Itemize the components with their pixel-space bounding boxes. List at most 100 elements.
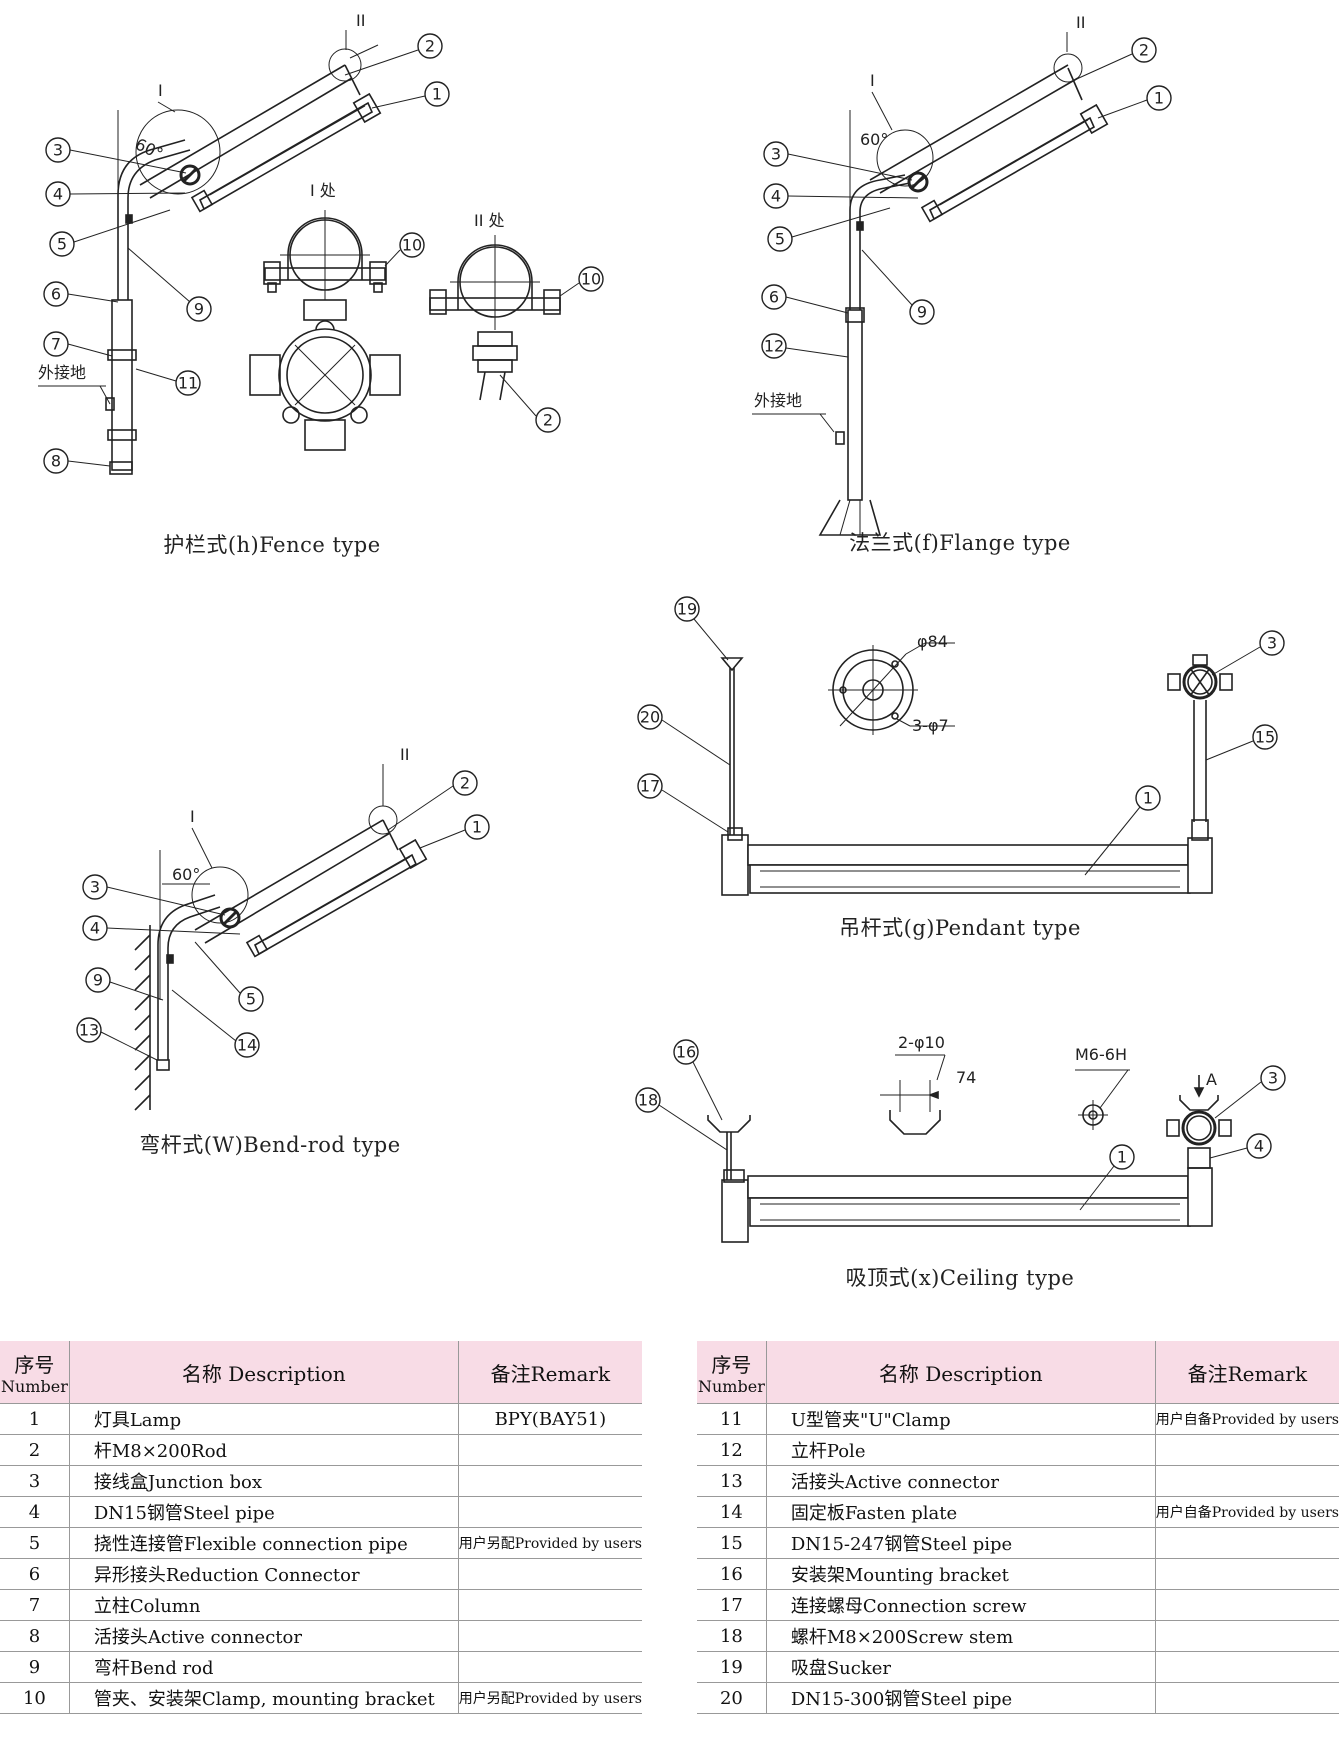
label-detail-I-fence: I — [158, 81, 163, 100]
part-remark — [458, 1589, 642, 1621]
label-2phi10: 2-φ10 — [898, 1033, 945, 1052]
balloon-18-ceiling — [635, 1087, 661, 1113]
part-number: 12 — [697, 1434, 767, 1466]
part-description: 螺杆M8×200Screw stem — [766, 1620, 1156, 1652]
label-detail-I-bend: I — [190, 807, 195, 826]
svg-text:19: 19 — [677, 600, 697, 619]
svg-text:10: 10 — [581, 270, 601, 289]
balloon-9 — [186, 296, 212, 322]
svg-text:2: 2 — [460, 774, 470, 793]
callout-balloons: 2 1 3 4 5 9 6 7 11 8 10 10 2 2 1 3 4 — [43, 33, 1286, 1211]
svg-text:2: 2 — [543, 411, 553, 430]
part-remark: 用户另配Provided by users — [458, 1527, 642, 1559]
svg-text:6: 6 — [769, 288, 779, 307]
part-remark — [1155, 1527, 1339, 1559]
bend-rod-type-drawing — [134, 805, 428, 1111]
svg-text:17: 17 — [640, 777, 660, 796]
part-number: 4 — [0, 1496, 70, 1528]
caption-ceiling-type: 吸顶式(x)Ceiling type — [846, 1266, 1075, 1290]
part-description: DN15-300钢管Steel pipe — [766, 1682, 1156, 1714]
svg-text:3: 3 — [771, 145, 781, 164]
balloon-13-bend — [76, 1017, 102, 1043]
part-description: 杆M8×200Rod — [69, 1434, 459, 1466]
part-description: 接线盒Junction box — [69, 1465, 459, 1497]
svg-text:3: 3 — [90, 878, 100, 897]
svg-text:2: 2 — [425, 37, 435, 56]
balloon-4-ceiling — [1246, 1133, 1272, 1159]
svg-text:1: 1 — [1117, 1148, 1127, 1167]
detail-II-drawing — [429, 235, 561, 401]
svg-text:3: 3 — [1268, 1069, 1278, 1088]
part-remark: 用户另配Provided by users — [458, 1682, 642, 1714]
part-description: 活接头Active connector — [766, 1465, 1156, 1497]
part-number: 18 — [697, 1620, 767, 1652]
svg-text:18: 18 — [638, 1091, 658, 1110]
part-description: DN15钢管Steel pipe — [69, 1496, 459, 1528]
label-ground-flange: 外接地 — [754, 391, 802, 410]
detail-I-drawing — [249, 210, 401, 451]
part-remark: BPY(BAY51) — [458, 1403, 642, 1435]
svg-text:4: 4 — [90, 919, 100, 938]
part-number: 7 — [0, 1589, 70, 1621]
part-number: 3 — [0, 1465, 70, 1497]
part-description: 管夹、安装架Clamp, mounting bracket — [69, 1682, 459, 1714]
part-remark — [1155, 1434, 1339, 1466]
part-remark — [458, 1496, 642, 1528]
part-description: 吸盘Sucker — [766, 1651, 1156, 1683]
balloon-11 — [175, 370, 201, 396]
balloon-2-bend — [452, 770, 478, 796]
part-description: 安装架Mounting bracket — [766, 1558, 1156, 1590]
svg-text:14: 14 — [237, 1036, 257, 1055]
svg-text:1: 1 — [432, 85, 442, 104]
part-remark — [1155, 1651, 1339, 1683]
label-view-A: A — [1206, 1070, 1217, 1089]
svg-text:3: 3 — [1267, 634, 1277, 653]
balloon-1-flange — [1146, 85, 1172, 111]
balloon-10-detail-I — [399, 232, 425, 258]
balloon-14-bend — [234, 1032, 260, 1058]
part-remark: 用户自备Provided by users — [1155, 1403, 1339, 1435]
balloon-5-bend — [238, 986, 264, 1012]
label-detail-I-flange: I — [870, 71, 875, 90]
balloon-5 — [49, 231, 75, 257]
balloon-2-detail-II — [535, 407, 561, 433]
balloon-9-flange — [909, 299, 935, 325]
svg-text:6: 6 — [51, 285, 61, 304]
header-description: 名称 Description — [69, 1341, 459, 1404]
balloon-5-flange — [767, 226, 793, 252]
part-description: 立柱Column — [69, 1589, 459, 1621]
svg-text:7: 7 — [51, 335, 61, 354]
part-remark — [1155, 1620, 1339, 1652]
svg-text:15: 15 — [1255, 728, 1275, 747]
svg-text:3: 3 — [53, 141, 63, 160]
svg-text:1: 1 — [1154, 89, 1164, 108]
caption-bend-rod-type: 弯杆式(W)Bend-rod type — [139, 1133, 400, 1157]
balloon-3-pendant — [1259, 630, 1285, 656]
part-number: 10 — [0, 1682, 70, 1714]
svg-text:1: 1 — [1143, 789, 1153, 808]
part-remark — [1155, 1465, 1339, 1497]
balloon-20-pendant — [637, 704, 663, 730]
part-number: 14 — [697, 1496, 767, 1528]
flange-type-drawing — [818, 53, 1109, 536]
label-thread-m6: M6-6H — [1075, 1045, 1127, 1064]
balloon-17-pendant — [637, 773, 663, 799]
part-remark — [458, 1434, 642, 1466]
part-number: 11 — [697, 1403, 767, 1435]
header-description: 名称 Description — [766, 1341, 1156, 1404]
balloon-1-ceiling — [1109, 1144, 1135, 1170]
part-remark: 用户自备Provided by users — [1155, 1496, 1339, 1528]
part-description: 灯具Lamp — [69, 1403, 459, 1435]
